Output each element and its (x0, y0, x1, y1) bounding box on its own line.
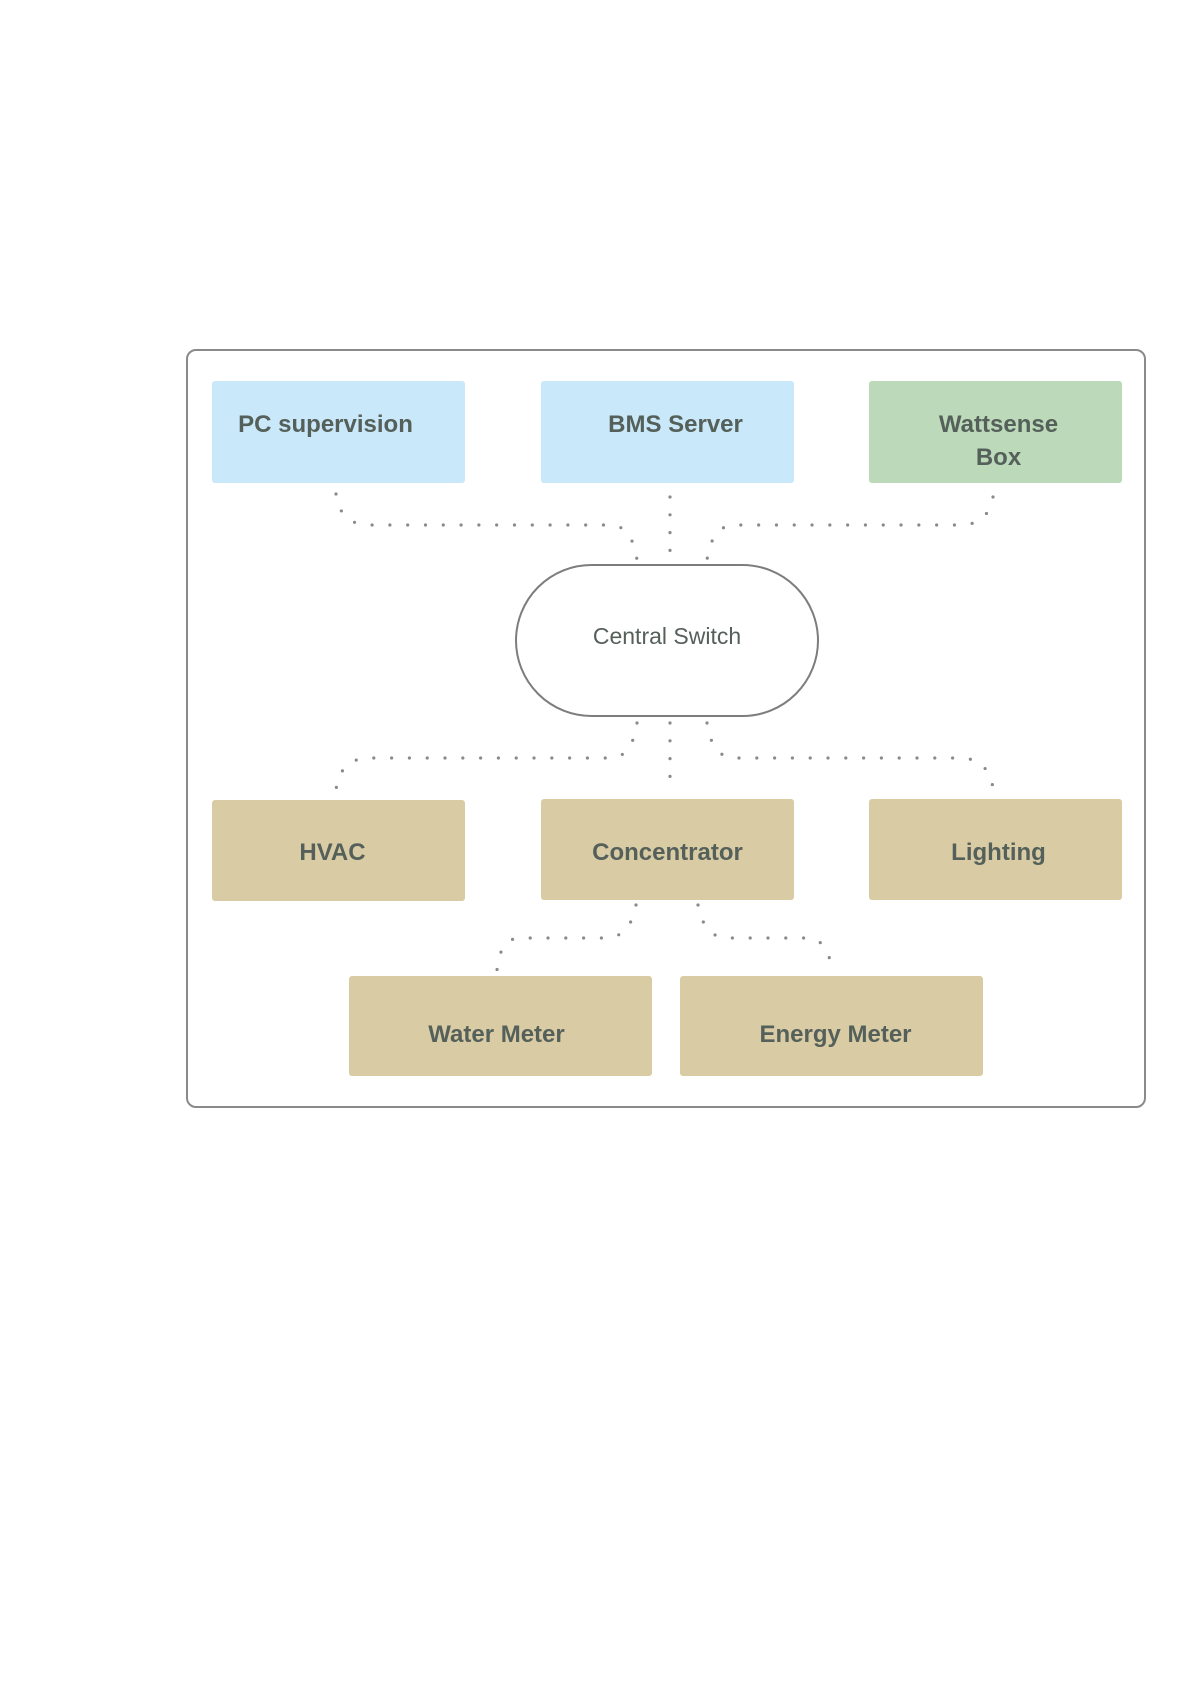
node-concentrator: Concentrator (541, 799, 794, 900)
node-hvac: HVAC (212, 800, 465, 901)
node-wattsense-box-label: Wattsense Box (934, 408, 1064, 474)
node-energy-meter-label: Energy Meter (759, 1018, 911, 1051)
node-energy-meter: Energy Meter (680, 976, 983, 1076)
node-bms-server-label: BMS Server (608, 408, 743, 441)
node-hvac-label: HVAC (299, 836, 365, 869)
node-lighting: Lighting (869, 799, 1122, 900)
node-water-meter-label: Water Meter (428, 1018, 564, 1051)
node-lighting-label: Lighting (951, 836, 1046, 869)
node-concentrator-label: Concentrator (592, 836, 743, 869)
node-central-switch-label: Central Switch (593, 623, 741, 650)
node-bms-server: BMS Server (541, 381, 794, 483)
node-central-switch: Central Switch (515, 564, 819, 717)
node-pc-supervision-label: PC supervision (238, 408, 413, 441)
node-pc-supervision: PC supervision (212, 381, 465, 483)
node-water-meter: Water Meter (349, 976, 652, 1076)
node-wattsense-box: Wattsense Box (869, 381, 1122, 483)
